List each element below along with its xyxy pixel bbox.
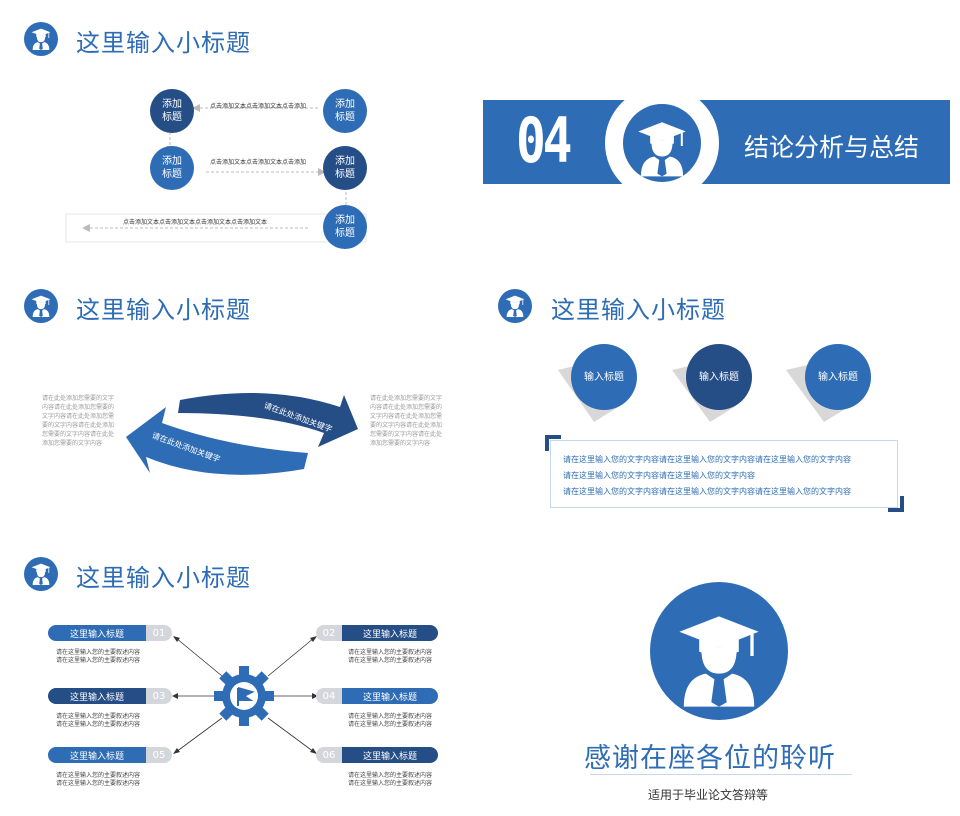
item-pill-05: 这里输入标题 05: [48, 747, 172, 763]
frame-text: 请在这里输入您的文字内容请在这里输入您的文字内容请在这里输入您的文字内容 请在这…: [563, 455, 851, 496]
item-desc-06: 请在这里输入您的主要叙述内容请在这里输入您的主要叙述内容: [348, 772, 433, 787]
item-desc-02: 请在这里输入您的主要叙述内容请在这里输入您的主要叙述内容: [348, 649, 433, 664]
flow-node-1: 添加 标题: [150, 89, 194, 133]
slide-subtitle: 这里输入小标题: [76, 296, 251, 324]
flow-node-4: 添加 标题: [323, 146, 367, 190]
item-pill-06: 06 这里输入标题: [316, 747, 438, 763]
thanks-icon-disc: [650, 582, 788, 720]
slide-subtitle: 这里输入小标题: [76, 29, 251, 57]
item-desc-03: 请在这里输入您的主要叙述内容请在这里输入您的主要叙述内容: [56, 713, 141, 728]
flow-text-2: 点击添加文本点击添加文本点击添加: [210, 159, 307, 166]
graduate-logo-icon: [24, 289, 58, 323]
section-number: 04: [516, 104, 573, 177]
graduate-icon: [677, 614, 761, 709]
gear-connectors: [172, 636, 318, 754]
section-icon-disc: [623, 104, 701, 182]
item-pill-02: 02 这里输入标题: [316, 625, 438, 641]
item-desc-04: 请在这里输入您的主要叙述内容请在这里输入您的主要叙述内容: [348, 713, 433, 728]
flow-node-2: 添加 标题: [323, 89, 367, 133]
flow-text-3: 点击添加文本点击添加文本点击添加文本点击添加文本: [123, 219, 268, 226]
item-desc-05: 请在这里输入您的主要叙述内容请在这里输入您的主要叙述内容: [56, 772, 141, 787]
slide-subtitle: 这里输入小标题: [76, 564, 251, 592]
graduate-icon: [637, 121, 687, 178]
slide-subtitle: 这里输入小标题: [551, 296, 726, 324]
title-circle-2: 输入标题: [686, 344, 752, 410]
flow-diagram: [65, 104, 367, 243]
left-side-text: 请在此处添加您需要的文字内容请在此处添加您需要的文字内容请在此处添加您需 要的文…: [42, 395, 115, 447]
thanks-divider: [590, 774, 852, 775]
graduate-logo-icon: [24, 557, 58, 591]
thanks-subtitle: 适用于毕业论文答辩等: [648, 788, 769, 802]
section-title: 结论分析与总结: [744, 133, 920, 162]
graduate-logo-icon: [24, 22, 58, 56]
cycle-arrows: [126, 392, 358, 475]
frame-corner-tl: [545, 435, 561, 451]
thanks-title: 感谢在座各位的聆听: [584, 743, 836, 774]
item-desc-01: 请在这里输入您的主要叙述内容请在这里输入您的主要叙述内容: [56, 649, 141, 664]
item-pill-03: 这里输入标题 03: [48, 688, 172, 704]
flow-node-3: 添加 标题: [150, 146, 194, 190]
item-pill-01: 这里输入标题 01: [48, 625, 172, 641]
graduate-logo-icon: [498, 289, 532, 323]
frame-corner-br: [888, 496, 904, 512]
item-pill-04: 04 这里输入标题: [316, 688, 438, 704]
title-circle-1: 输入标题: [571, 344, 637, 410]
title-circle-3: 输入标题: [805, 344, 871, 410]
flow-node-5: 添加 标题: [323, 205, 367, 249]
gear-icon: [214, 666, 274, 726]
right-side-text: 请在此处添加您需要的文字内容请在此处添加您需要的文字内容请在此处添加您需 要的文…: [370, 395, 443, 447]
text-frame: [550, 440, 898, 508]
flow-text-1: 点击添加文本点击添加文本点击添加: [210, 103, 307, 110]
